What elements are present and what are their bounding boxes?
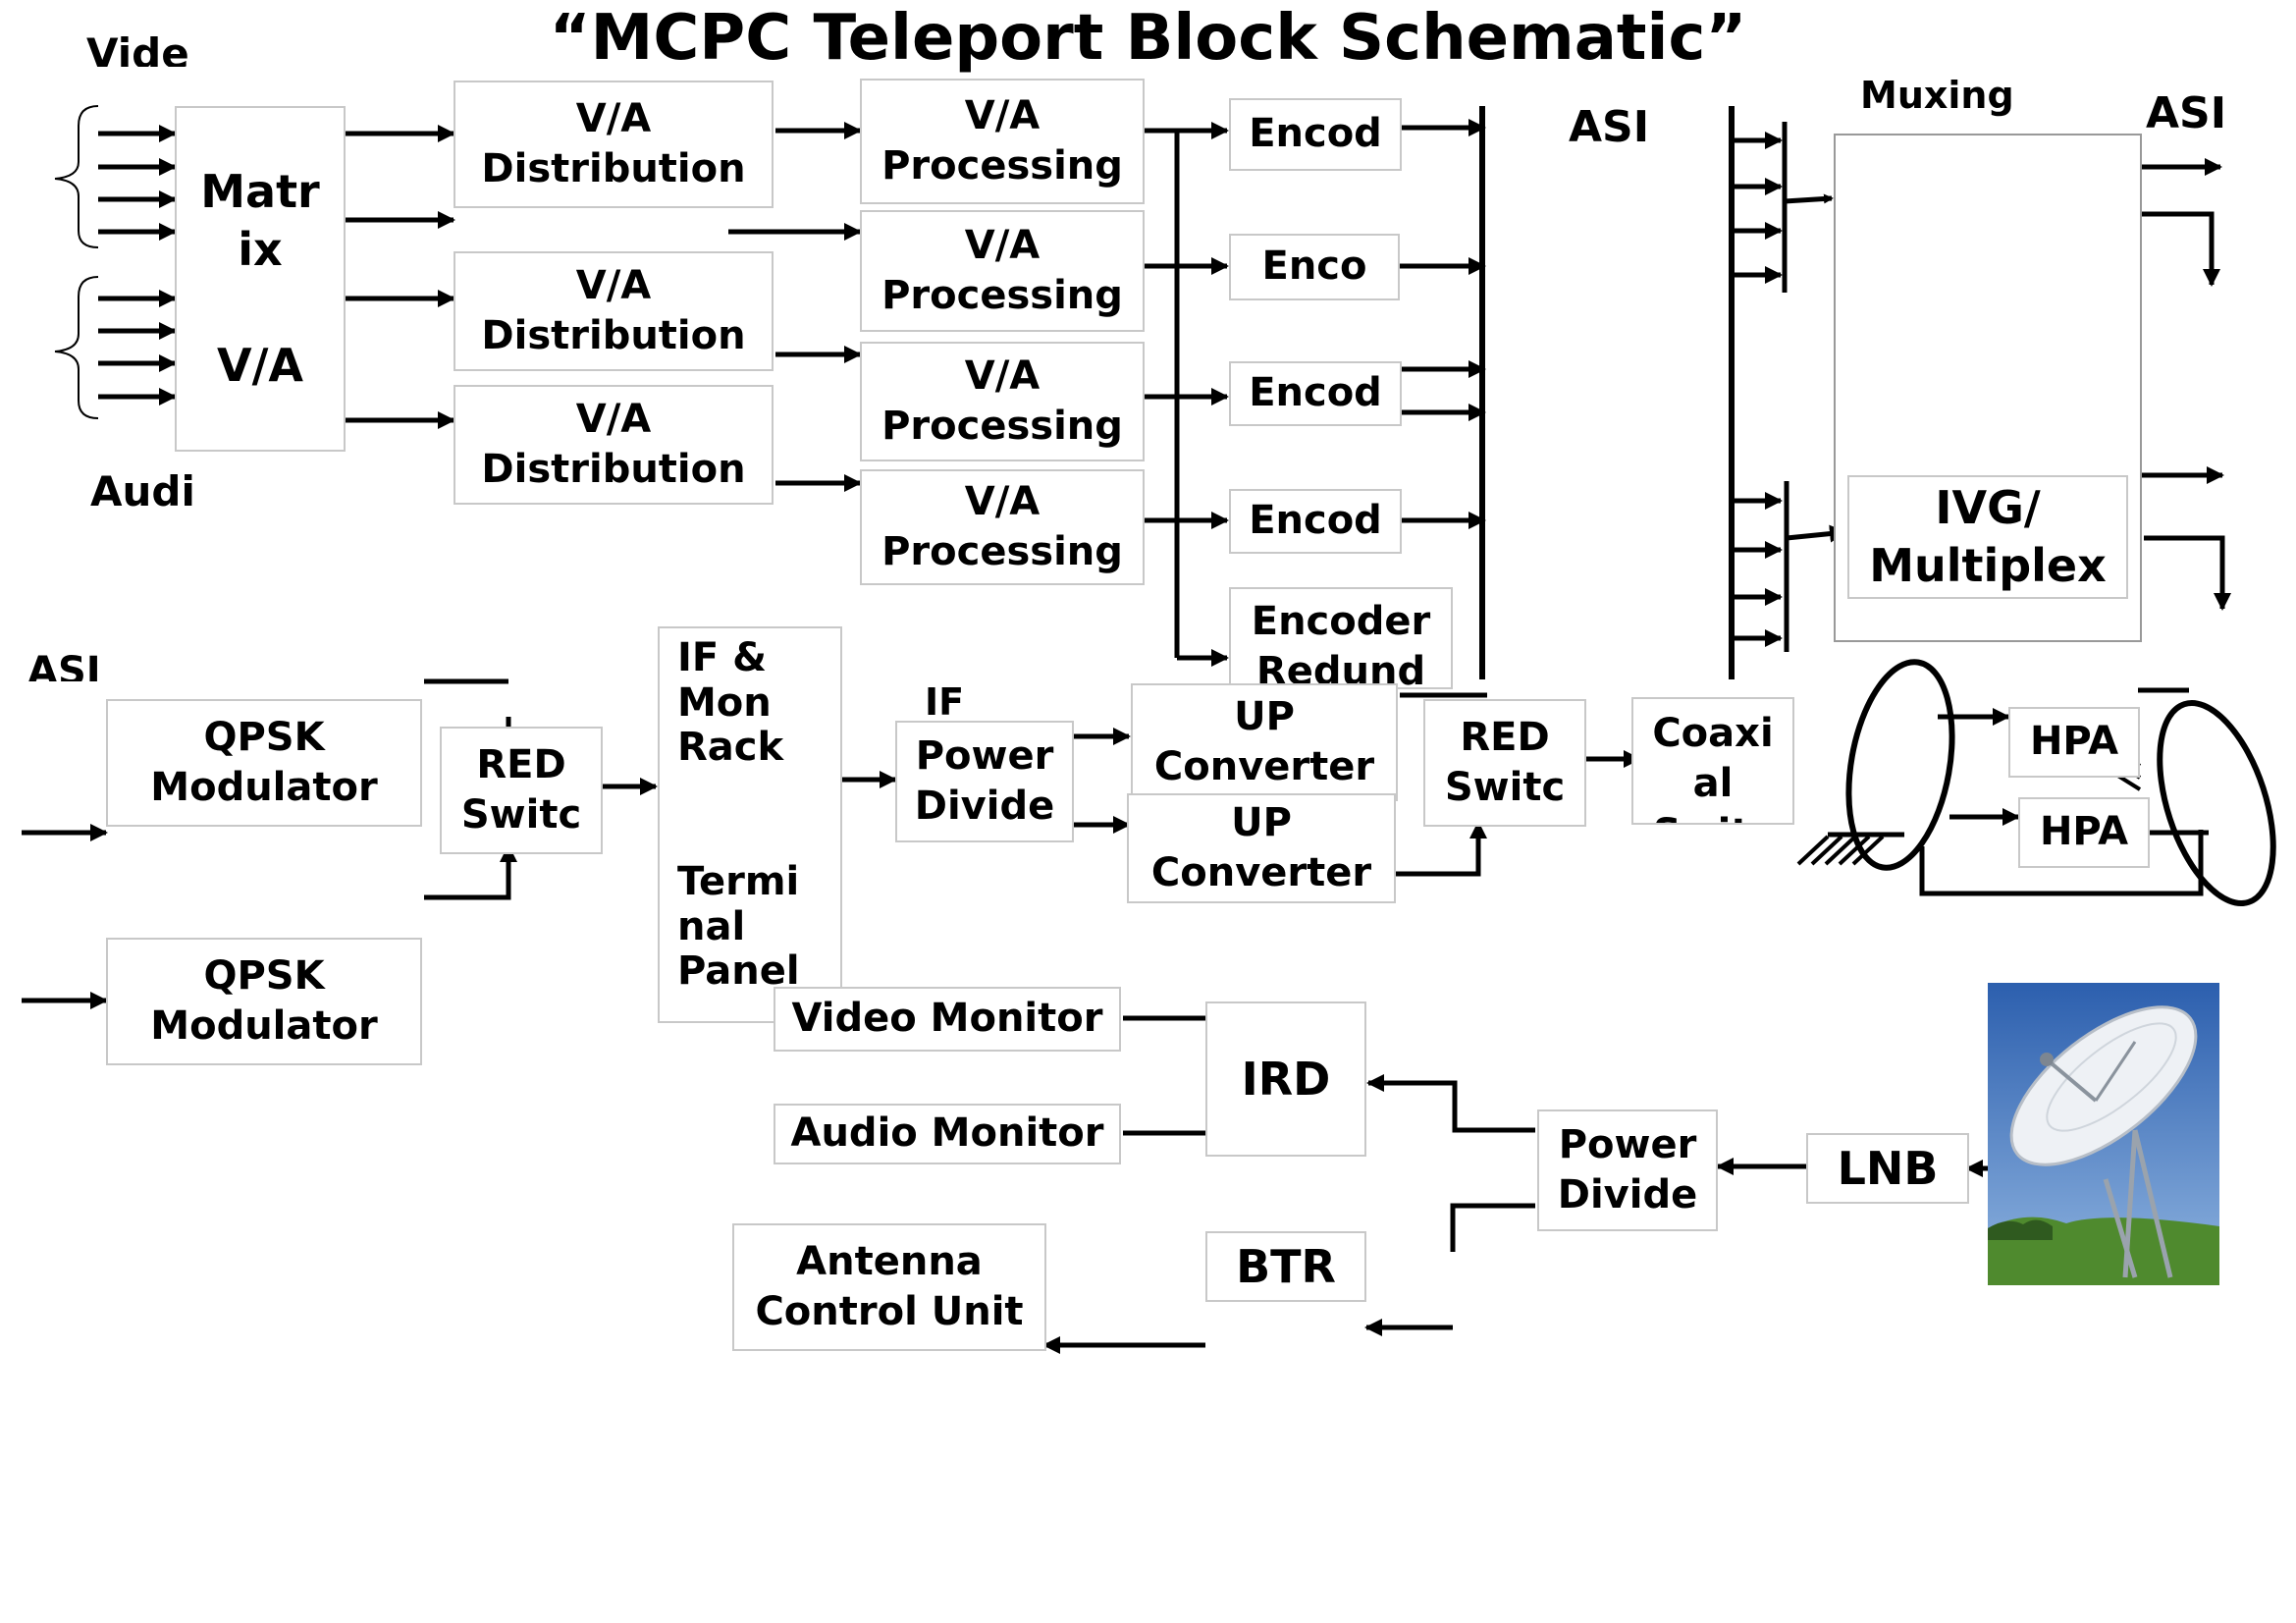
qpsk-modulator-2-label: QPSK Modulator (150, 952, 378, 1049)
muxing-label: Muxing (1860, 74, 2014, 117)
audio-monitor: Audio Monitor (774, 1104, 1121, 1164)
va-distribution-2-label: V/A Distribution (481, 262, 746, 358)
lnb-label: LNB (1837, 1141, 1939, 1195)
va-processing-1-label: V/A Processing (881, 92, 1123, 189)
coaxial-switch: Coaxi al Switc (1631, 697, 1794, 825)
red-switch-1: RED Switc (440, 727, 603, 854)
asi-left-label: ASI (27, 652, 101, 681)
matrix-va-box: Matr ix V/A (175, 106, 346, 452)
power-divide-rx-label: Power Divide (1557, 1121, 1698, 1217)
va-distribution-3-label: V/A Distribution (481, 396, 746, 492)
va-distribution-2: V/A Distribution (454, 251, 774, 371)
va-processing-1: V/A Processing (860, 79, 1145, 204)
ground-symbol (1796, 835, 1885, 866)
btr: BTR (1205, 1231, 1366, 1302)
power-divide-rx: Power Divide (1537, 1109, 1718, 1231)
va-distribution-1-label: V/A Distribution (481, 95, 746, 191)
asi-out-label: ASI (2146, 88, 2227, 138)
video-monitor: Video Monitor (774, 987, 1121, 1052)
up-converter-2-label: UP Converter (1150, 799, 1372, 895)
ivg-multiplex: IVG/ Multiplex (1847, 475, 2128, 599)
encoder-redundancy-label: Encoder Redund (1251, 599, 1431, 689)
video-brace (54, 105, 99, 248)
encoder-4-label: Encod (1249, 498, 1382, 544)
ird-label: IRD (1241, 1052, 1331, 1106)
audio-label: Audi (90, 471, 195, 507)
hpa-2-label: HPA (2039, 809, 2129, 855)
encoder-3-label: Encod (1249, 370, 1382, 416)
encoder-2: Enco (1229, 234, 1400, 300)
feed-horn-ellipse-2 (2157, 700, 2276, 906)
video-label: Vide (86, 33, 189, 67)
coaxial-switch-label: Coaxi al Switc (1652, 711, 1774, 823)
antenna-control-unit: Antenna Control Unit (732, 1223, 1046, 1351)
lnb: LNB (1806, 1133, 1969, 1204)
encoder-2-label: Enco (1261, 243, 1367, 290)
if-mon-rack-terminal-panel (658, 626, 842, 1023)
if-label: IF (925, 683, 965, 719)
terminal-panel-label: Termi nal Panel (677, 859, 800, 995)
va-distribution-1: V/A Distribution (454, 81, 774, 208)
red-switch-1-label: RED Switc (460, 741, 582, 838)
va-processing-3: V/A Processing (860, 342, 1145, 461)
encoder-redundancy: Encoder Redund (1229, 587, 1453, 689)
audio-monitor-label: Audio Monitor (790, 1110, 1104, 1157)
qpsk-modulator-1-label: QPSK Modulator (150, 714, 378, 810)
va-processing-2-label: V/A Processing (881, 222, 1123, 318)
qpsk-modulator-2: QPSK Modulator (106, 938, 422, 1065)
hpa-1: HPA (2008, 707, 2140, 778)
ird: IRD (1205, 1001, 1366, 1157)
video-monitor-label: Video Monitor (791, 996, 1103, 1042)
red-switch-2-label: RED Switc (1444, 714, 1566, 810)
up-converter-1-label: UP Converter (1153, 693, 1375, 789)
va-processing-3-label: V/A Processing (881, 352, 1123, 449)
va-processing-4-label: V/A Processing (881, 478, 1123, 574)
red-switch-2: RED Switc (1423, 699, 1586, 827)
if-power-divide-label: Power Divide (914, 732, 1055, 829)
encoder-3: Encod (1229, 361, 1402, 426)
va-distribution-3: V/A Distribution (454, 385, 774, 505)
if-power-divide: Power Divide (895, 721, 1074, 842)
encoder-1: Encod (1229, 98, 1402, 171)
hpa-2: HPA (2018, 797, 2150, 868)
btr-label: BTR (1236, 1239, 1336, 1293)
antenna-control-unit-label: Antenna Control Unit (755, 1238, 1024, 1334)
audio-brace (54, 276, 99, 419)
matrix-va-label: Matr ix V/A (200, 165, 320, 392)
diagram-title: “MCPC Teleport Block Schematic” (549, 2, 1747, 75)
encoder-4: Encod (1229, 489, 1402, 554)
satellite-dish-photo (1988, 983, 2219, 1285)
up-converter-2: UP Converter (1127, 793, 1396, 903)
feed-horn-ellipse-1 (1845, 659, 1955, 871)
va-processing-2: V/A Processing (860, 210, 1145, 332)
encoder-1-label: Encod (1249, 111, 1382, 157)
up-converter-1: UP Converter (1131, 683, 1398, 801)
va-processing-4: V/A Processing (860, 469, 1145, 585)
hpa-1-label: HPA (2029, 719, 2119, 765)
qpsk-modulator-1: QPSK Modulator (106, 699, 422, 827)
ivg-multiplex-label: IVG/ Multiplex (1869, 481, 2107, 592)
asi-in-label: ASI (1569, 102, 1650, 152)
if-mon-rack-label: IF & Mon Rack (677, 635, 784, 771)
